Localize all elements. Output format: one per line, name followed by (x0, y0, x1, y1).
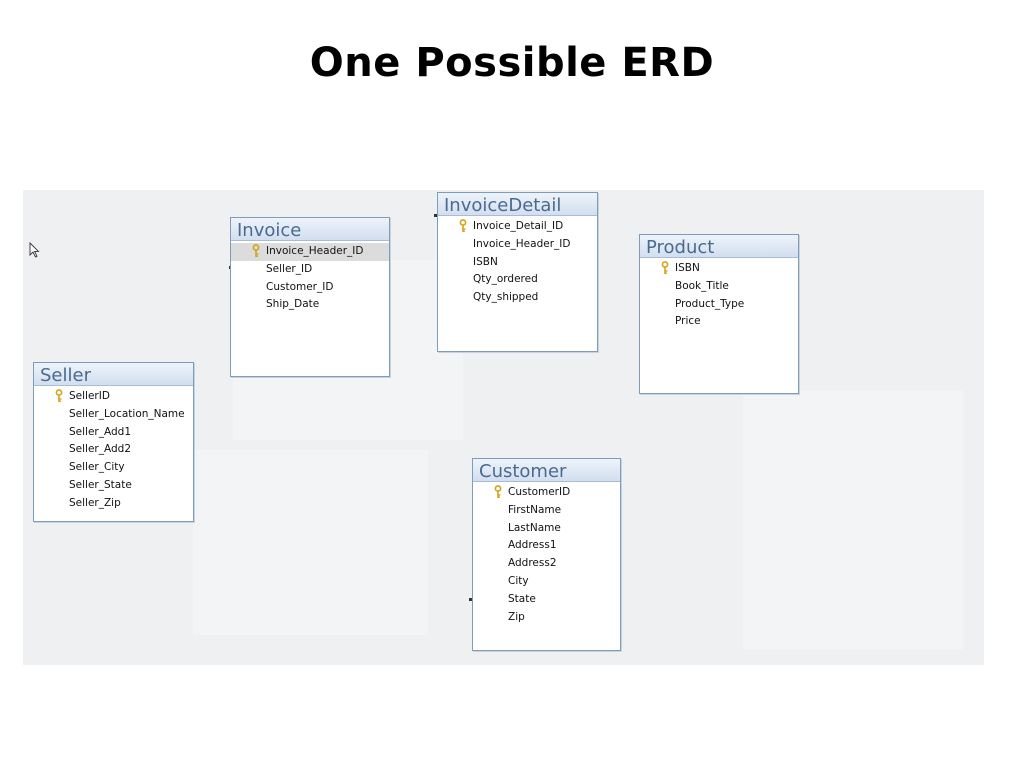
field-name: Seller_ID (266, 262, 313, 275)
field-name: ISBN (473, 255, 498, 268)
table-title[interactable]: Customer (473, 459, 620, 482)
field-row[interactable]: State (473, 591, 620, 609)
diagram-canvas[interactable]: Invoice Invoice_Header_ID Seller_ID Cust… (23, 190, 984, 665)
canvas-shade (193, 450, 428, 635)
field-row[interactable]: Zip (473, 609, 620, 627)
field-name: Address2 (508, 557, 557, 570)
table-title[interactable]: Product (640, 235, 798, 258)
field-name: SellerID (69, 390, 110, 402)
field-name: Qty_ordered (473, 273, 538, 286)
field-name: Seller_Zip (69, 496, 121, 509)
field-row[interactable]: Price (640, 313, 798, 331)
field-row[interactable]: Seller_Add2 (34, 441, 193, 459)
field-name: Invoice_Header_ID (473, 237, 571, 250)
field-row[interactable]: Qty_shipped (438, 289, 597, 307)
field-list: Invoice_Detail_ID Invoice_Header_ID ISBN… (438, 216, 597, 307)
field-name: Price (675, 315, 701, 328)
field-name: Seller_City (69, 461, 125, 474)
field-row[interactable]: Seller_Location_Name (34, 406, 193, 424)
table-customer[interactable]: Customer CustomerID FirstName LastName A… (472, 458, 621, 651)
field-row[interactable]: Invoice_Header_ID (438, 236, 597, 254)
field-name: Invoice_Header_ID (266, 245, 364, 257)
field-row[interactable]: Customer_ID (231, 279, 389, 297)
field-row[interactable]: Seller_ID (231, 261, 389, 279)
mouse-pointer-icon (29, 242, 40, 258)
field-list: CustomerID FirstName LastName Address1 A… (473, 482, 620, 626)
field-row[interactable]: LastName (473, 520, 620, 538)
field-name: FirstName (508, 503, 562, 516)
field-row[interactable]: SellerID (34, 388, 193, 406)
field-row[interactable]: Qty_ordered (438, 271, 597, 289)
field-row[interactable]: Address1 (473, 537, 620, 555)
field-name: LastName (508, 521, 561, 534)
field-row[interactable]: Invoice_Detail_ID (438, 218, 597, 236)
field-list: Invoice_Header_ID Seller_ID Customer_ID … (231, 241, 389, 314)
key-icon (252, 244, 260, 257)
field-row[interactable]: ISBN (438, 254, 597, 272)
field-name: Seller_Location_Name (69, 407, 185, 420)
table-title[interactable]: Seller (34, 363, 193, 386)
slide-title: One Possible ERD (309, 40, 715, 86)
field-row[interactable]: Seller_City (34, 459, 193, 477)
key-icon (661, 261, 669, 274)
field-name: CustomerID (508, 486, 571, 498)
field-row[interactable]: Invoice_Header_ID (231, 243, 389, 261)
field-name: Book_Title (675, 279, 729, 292)
field-name: City (508, 574, 529, 587)
field-name: Address1 (508, 539, 557, 552)
key-icon (494, 485, 502, 498)
field-row[interactable]: CustomerID (473, 484, 620, 502)
table-invoice-detail[interactable]: InvoiceDetail Invoice_Detail_ID Invoice_… (437, 192, 598, 352)
canvas-shade (743, 390, 963, 650)
field-name: Seller_State (69, 478, 132, 491)
field-name: Customer_ID (266, 280, 334, 293)
table-title[interactable]: InvoiceDetail (438, 193, 597, 216)
field-row[interactable]: Address2 (473, 555, 620, 573)
table-product[interactable]: Product ISBN Book_Title Product_Type Pri… (639, 234, 799, 394)
field-row[interactable]: Seller_State (34, 477, 193, 495)
field-name: Seller_Add1 (69, 425, 131, 438)
field-name: Qty_shipped (473, 291, 539, 304)
field-name: Seller_Add2 (69, 443, 131, 456)
field-row[interactable]: Ship_Date (231, 296, 389, 314)
field-name: Ship_Date (266, 298, 320, 311)
field-name: Invoice_Detail_ID (473, 220, 564, 232)
field-row[interactable]: Seller_Zip (34, 495, 193, 513)
table-title[interactable]: Invoice (231, 218, 389, 241)
field-list: ISBN Book_Title Product_Type Price (640, 258, 798, 331)
field-name: ISBN (675, 262, 700, 274)
field-row[interactable]: Book_Title (640, 278, 798, 296)
table-seller[interactable]: Seller SellerID Seller_Location_Name Sel… (33, 362, 194, 522)
key-icon (55, 389, 63, 402)
field-row[interactable]: Product_Type (640, 296, 798, 314)
field-row[interactable]: Seller_Add1 (34, 424, 193, 442)
relationship-connector (434, 214, 437, 217)
key-icon (459, 219, 467, 232)
field-row[interactable]: ISBN (640, 260, 798, 278)
relationship-connector (469, 598, 472, 601)
field-name: Product_Type (675, 297, 745, 310)
field-list: SellerID Seller_Location_Name Seller_Add… (34, 386, 193, 513)
table-invoice[interactable]: Invoice Invoice_Header_ID Seller_ID Cust… (230, 217, 390, 377)
field-row[interactable]: FirstName (473, 502, 620, 520)
field-name: State (508, 592, 536, 605)
field-row[interactable]: City (473, 573, 620, 591)
field-name: Zip (508, 610, 525, 623)
